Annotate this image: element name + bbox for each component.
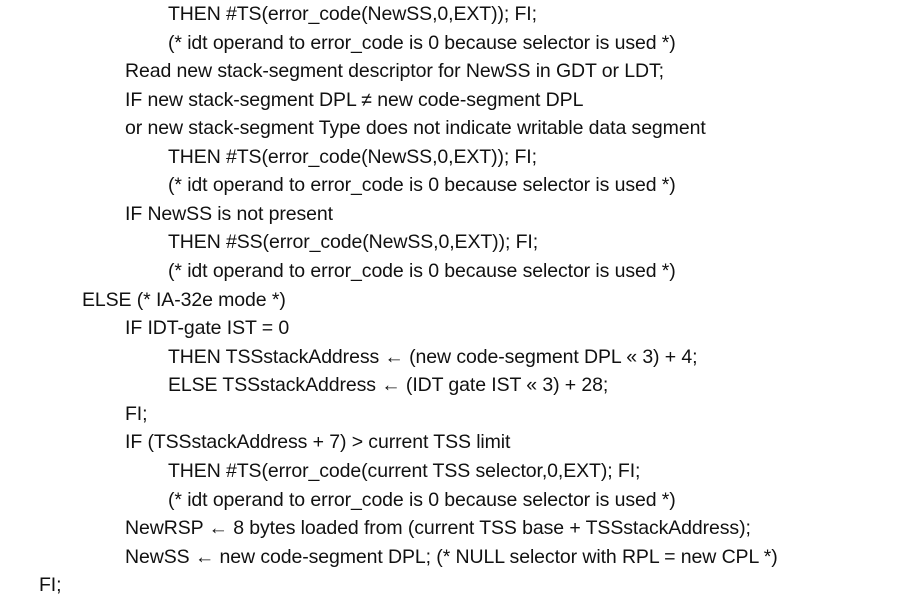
code-line: THEN #TS(error_code(NewSS,0,EXT)); FI; <box>168 3 537 25</box>
code-line: Read new stack-segment descriptor for Ne… <box>125 60 664 82</box>
code-line: (* idt operand to error_code is 0 becaus… <box>168 174 676 196</box>
code-line: THEN #TS(error_code(current TSS selector… <box>168 460 641 482</box>
code-line: (* idt operand to error_code is 0 becaus… <box>168 260 676 282</box>
code-line: IF IDT-gate IST = 0 <box>125 317 290 339</box>
code-line: FI; <box>125 403 148 425</box>
code-line: or new stack-segment Type does not indic… <box>125 117 706 139</box>
code-line: FI; <box>39 574 62 596</box>
code-line: (* idt operand to error_code is 0 becaus… <box>168 489 676 511</box>
code-line: THEN TSSstackAddress ← (new code-segment… <box>168 346 698 368</box>
code-line: THEN #SS(error_code(NewSS,0,EXT)); FI; <box>168 231 539 253</box>
code-line: ELSE TSSstackAddress ← (IDT gate IST « 3… <box>168 374 609 396</box>
code-line: IF (TSSstackAddress + 7) > current TSS l… <box>125 431 511 453</box>
code-line: (* idt operand to error_code is 0 becaus… <box>168 32 676 54</box>
code-line: IF NewSS is not present <box>125 203 333 225</box>
code-line: NewRSP ← 8 bytes loaded from (current TS… <box>125 517 751 539</box>
code-line: NewSS ← new code-segment DPL; (* NULL se… <box>125 546 778 568</box>
code-line: ELSE (* IA-32e mode *) <box>82 289 286 311</box>
code-line: THEN #TS(error_code(NewSS,0,EXT)); FI; <box>168 146 537 168</box>
code-line: IF new stack-segment DPL ≠ new code-segm… <box>125 89 584 111</box>
